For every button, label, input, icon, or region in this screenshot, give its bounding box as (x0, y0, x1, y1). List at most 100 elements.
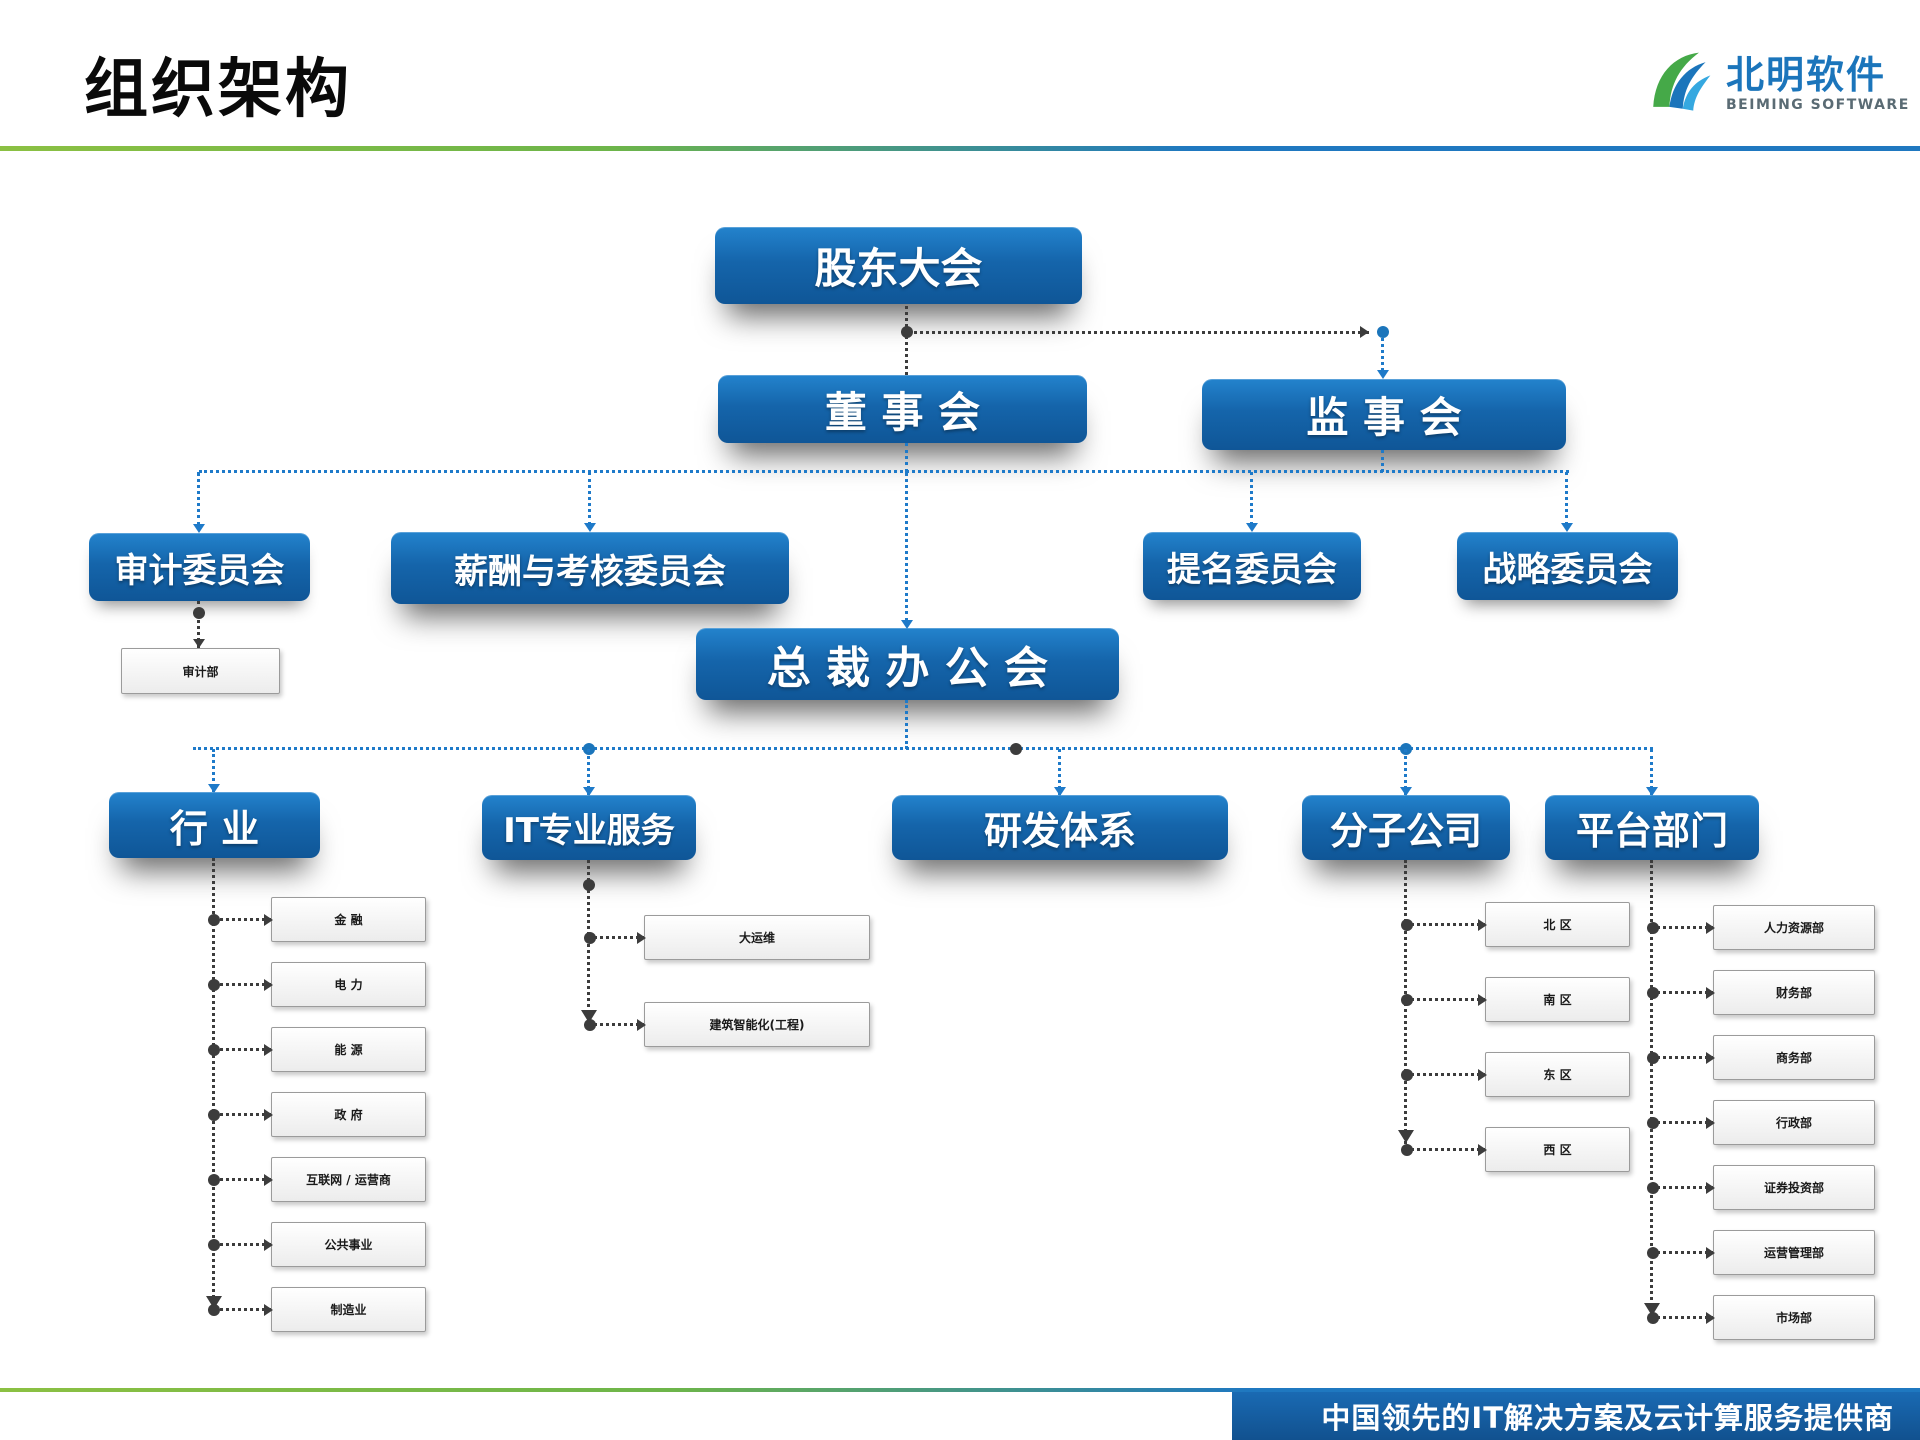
arrow-right-icon (1706, 1312, 1715, 1324)
logo-name: 北明软件 (1726, 53, 1887, 98)
org-leaf-node: 制造业 (271, 1287, 426, 1332)
junction-dot (1647, 1312, 1659, 1324)
connector (1647, 1052, 1715, 1064)
org-leaf-node: 商务部 (1713, 1035, 1875, 1080)
org-leaf-node: 电 力 (271, 962, 426, 1007)
platform-list: 人力资源部 财务部 商务部 行政部 (1647, 905, 1875, 1360)
arrow-down-icon (1246, 523, 1258, 532)
org-leaf-node: 互联网 / 运营商 (271, 1157, 426, 1202)
arrow-down-icon (193, 639, 205, 648)
arrow-down-icon (584, 523, 596, 532)
arrow-right-icon (264, 1109, 273, 1121)
connector-line (1565, 472, 1568, 525)
connector (1647, 1182, 1715, 1194)
list-item: 证券投资部 (1647, 1165, 1875, 1210)
list-item: 公共事业 (208, 1222, 426, 1267)
list-item: 商务部 (1647, 1035, 1875, 1080)
list-item: 能 源 (208, 1027, 426, 1072)
org-leaf-node: 金 融 (271, 897, 426, 942)
list-item: 行政部 (1647, 1100, 1875, 1145)
junction-dot (208, 1174, 220, 1186)
arrow-right-icon (1478, 1144, 1487, 1156)
org-leaf-node: 建筑智能化(工程) (644, 1002, 870, 1047)
junction-dot (208, 1109, 220, 1121)
connector-line (1381, 450, 1384, 472)
org-leaf-node: 北 区 (1485, 902, 1630, 947)
org-leaf-node: 公共事业 (271, 1222, 426, 1267)
connector-line (905, 472, 908, 622)
arrow-down-icon (1398, 1130, 1414, 1143)
connector-line (588, 472, 591, 525)
junction-dot (1377, 326, 1389, 338)
junction-dot (1647, 1052, 1659, 1064)
connector (208, 1304, 273, 1316)
arrow-down-icon (193, 524, 205, 533)
junction-dot (208, 1304, 220, 1316)
junction-dot (1647, 1117, 1659, 1129)
node-president-office: 总 裁 办 公 会 (696, 628, 1119, 700)
list-item: 人力资源部 (1647, 905, 1875, 950)
arrow-right-icon (1706, 987, 1715, 999)
arrow-down-icon (1646, 787, 1658, 796)
connector (584, 932, 646, 944)
node-division-it-services: IT专业服务 (482, 795, 696, 860)
arrow-down-icon (208, 784, 220, 793)
footer-bar: 中国领先的IT解决方案及云计算服务提供商 (1232, 1392, 1920, 1440)
industry-list: 金 融 电 力 能 源 政 府 (208, 897, 426, 1352)
junction-dot (1401, 994, 1413, 1006)
node-supervisory-board: 监 事 会 (1202, 379, 1566, 450)
list-item: 电 力 (208, 962, 426, 1007)
arrow-right-icon (264, 1174, 273, 1186)
arrow-down-icon (583, 787, 595, 796)
junction-dot (1647, 1247, 1659, 1259)
page-title: 组织架构 (84, 53, 352, 127)
footer-tagline: 中国领先的IT解决方案及云计算服务提供商 (1321, 1401, 1894, 1435)
connector (208, 1174, 273, 1186)
connector-line (1058, 749, 1061, 795)
junction-dot (208, 1239, 220, 1251)
org-leaf-node: 人力资源部 (1713, 905, 1875, 950)
org-leaf-node: 财务部 (1713, 970, 1875, 1015)
arrow-down-icon (1054, 787, 1066, 796)
connector-line (905, 306, 908, 375)
connector (208, 1044, 273, 1056)
arrow-right-icon (1706, 1182, 1715, 1194)
connector-line (197, 472, 200, 526)
connector (208, 979, 273, 991)
org-leaf-node: 东 区 (1485, 1052, 1630, 1097)
junction-dot (1647, 922, 1659, 934)
junction-dot (208, 979, 220, 991)
junction-dot (584, 1019, 596, 1031)
junction-dot (1647, 987, 1659, 999)
arrow-down-icon (901, 620, 913, 629)
arrow-right-icon (1478, 994, 1487, 1006)
junction-dot (1401, 919, 1413, 931)
arrow-right-icon (1478, 919, 1487, 931)
list-item: 财务部 (1647, 970, 1875, 1015)
node-division-industry: 行 业 (109, 792, 320, 858)
arrow-right-icon (637, 1019, 646, 1031)
org-leaf-node: 能 源 (271, 1027, 426, 1072)
logo-subtitle: BEIMING SOFTWARE (1726, 96, 1910, 113)
connector-line (212, 749, 215, 792)
arrow-right-icon (1360, 326, 1369, 338)
node-nomination-committee: 提名委员会 (1143, 532, 1361, 600)
regions-list: 北 区 南 区 东 区 西 区 (1401, 902, 1630, 1202)
footer-divider (0, 1388, 1920, 1392)
arrow-right-icon (1478, 1069, 1487, 1081)
node-division-rnd-system: 研发体系 (892, 795, 1228, 860)
header-divider (0, 146, 1920, 151)
org-leaf-node: 运营管理部 (1713, 1230, 1875, 1275)
list-item: 西 区 (1401, 1127, 1630, 1172)
junction-dot (1401, 1144, 1413, 1156)
node-board-of-directors: 董 事 会 (718, 375, 1087, 443)
arrow-right-icon (1706, 1247, 1715, 1259)
connector-line (197, 601, 200, 648)
connector-line (193, 747, 1653, 750)
connector-line (1250, 472, 1253, 525)
org-leaf-node: 证券投资部 (1713, 1165, 1875, 1210)
logo: 北明软件 BEIMING SOFTWARE (1638, 44, 1910, 124)
connector-line (907, 331, 1369, 334)
org-leaf-node: 政 府 (271, 1092, 426, 1137)
